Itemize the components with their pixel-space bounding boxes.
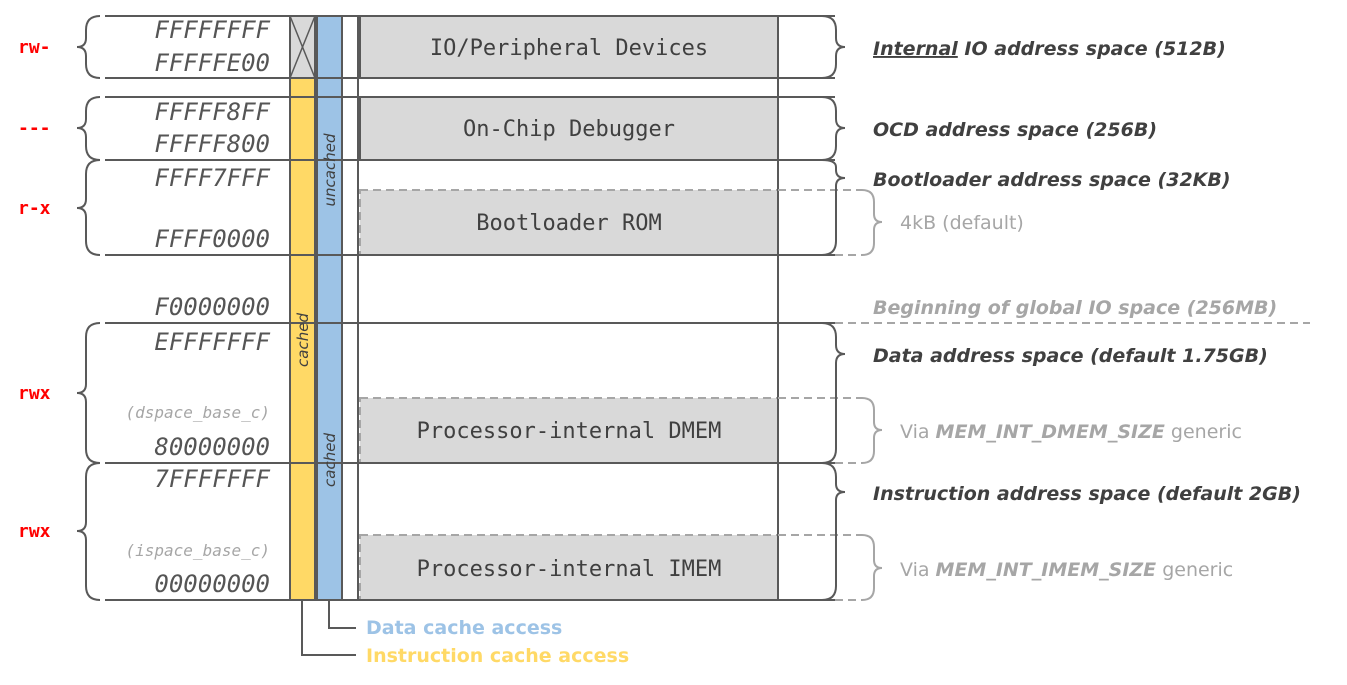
addr-7fffffff: 7FFFFFFF xyxy=(154,465,270,493)
na-cross-line-b xyxy=(289,15,316,79)
boot-size-label: 4kB (default) xyxy=(900,212,1024,234)
dmem-generic-name: MEM_INT_DMEM_SIZE xyxy=(936,421,1165,443)
brace-right-boot xyxy=(821,159,846,256)
dmem-size-label: Via MEM_INT_DMEM_SIZE generic xyxy=(900,421,1242,443)
brace-right-ocd xyxy=(821,96,846,161)
brace-right-io xyxy=(821,15,846,79)
region-imem-label: Processor-internal IMEM xyxy=(417,557,722,582)
dmem-via-text: Via xyxy=(900,421,936,443)
dspace-base-label: (dspace_base_c) xyxy=(126,403,271,422)
io-address-space-rest: IO address space (512B) xyxy=(958,38,1226,60)
region-dmem-label: Processor-internal DMEM xyxy=(417,419,722,444)
instr-address-space-label: Instruction address space (default 2GB) xyxy=(873,483,1301,505)
dcache-uncached-label: uncached xyxy=(321,133,339,206)
imem-via-text: Via xyxy=(900,559,936,581)
addr-f0000000: F0000000 xyxy=(154,293,270,321)
addr-ffff0000: FFFF0000 xyxy=(154,225,270,253)
imem-region-box xyxy=(359,534,779,601)
dmem-generic-tail: generic xyxy=(1165,421,1242,443)
perm-boot: r-x xyxy=(18,198,51,219)
perm-imem: rwx xyxy=(18,521,51,542)
brace-left-ocd xyxy=(76,96,101,161)
brace-left-imem xyxy=(76,462,101,601)
perm-ocd: --- xyxy=(18,118,51,139)
region-io-label: IO/Peripheral Devices xyxy=(430,36,708,61)
brace-left-io xyxy=(76,15,101,79)
dcache-column xyxy=(316,15,343,601)
addr-fffff800: FFFFF800 xyxy=(154,130,270,158)
brace-left-boot xyxy=(76,159,101,256)
imem-generic-tail: generic xyxy=(1156,559,1233,581)
dcache-legend-connector xyxy=(328,600,356,629)
imem-generic-name: MEM_INT_IMEM_SIZE xyxy=(936,559,1157,581)
brace-boot-size xyxy=(861,189,883,256)
perm-io: rw- xyxy=(18,37,51,58)
brace-imem-size xyxy=(861,534,883,601)
addr-efffffff: EFFFFFFF xyxy=(154,328,270,356)
perm-dmem: rwx xyxy=(18,383,51,404)
imem-size-label: Via MEM_INT_IMEM_SIZE generic xyxy=(900,559,1233,581)
dmem-region-box xyxy=(359,397,779,464)
data-address-space-label: Data address space (default 1.75GB) xyxy=(873,345,1268,367)
brace-right-data xyxy=(821,322,846,464)
region-ocd-label: On-Chip Debugger xyxy=(463,117,675,142)
region-boot-label: Bootloader ROM xyxy=(476,211,661,236)
addr-00000000: 00000000 xyxy=(154,570,270,598)
global-io-label: Beginning of global IO space (256MB) xyxy=(873,297,1277,319)
addr-ffff7fff: FFFF7FFF xyxy=(154,164,270,192)
ispace-base-label: (ispace_base_c) xyxy=(126,541,271,560)
addr-ffffffff: FFFFFFFF xyxy=(154,16,270,44)
icache-column xyxy=(289,77,316,601)
brace-dmem-size xyxy=(861,397,883,464)
addr-fffffe00: FFFFFE00 xyxy=(154,49,270,77)
brace-left-dmem xyxy=(76,322,101,464)
icache-cached-label: cached xyxy=(294,313,312,367)
legend-icache: Instruction cache access xyxy=(366,645,629,667)
boot-address-space-label: Bootloader address space (32KB) xyxy=(873,169,1231,191)
brace-right-instr xyxy=(821,462,846,601)
io-region-box xyxy=(359,15,779,79)
icache-legend-connector xyxy=(301,600,356,656)
dcache-cached-label: cached xyxy=(321,433,339,487)
ocd-region-box xyxy=(359,96,779,161)
addr-fffff8ff: FFFFF8FF xyxy=(154,98,270,126)
legend-dcache: Data cache access xyxy=(366,617,562,639)
io-address-space-label: Internal IO address space (512B) xyxy=(873,38,1226,60)
ocd-address-space-label: OCD address space (256B) xyxy=(873,119,1157,141)
boot-region-box xyxy=(359,189,779,256)
addr-80000000: 80000000 xyxy=(154,433,270,461)
io-internal-word: Internal xyxy=(873,38,958,60)
